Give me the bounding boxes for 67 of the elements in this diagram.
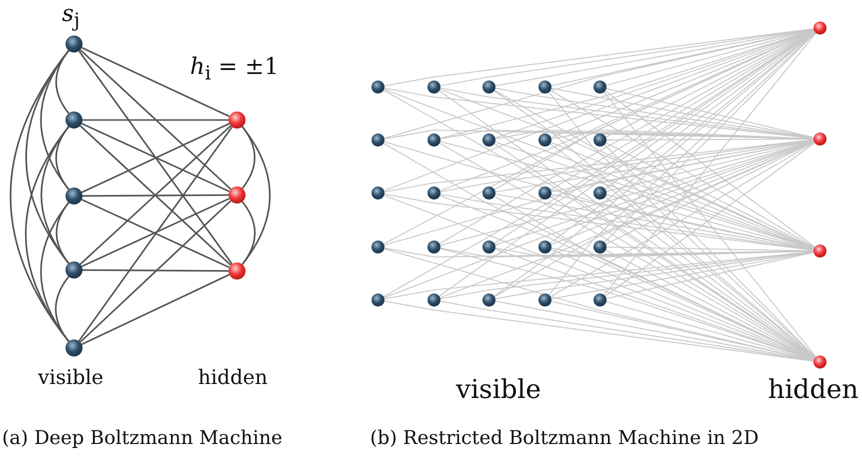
visible-unit-node: [428, 240, 440, 254]
hidden-unit-node: [228, 186, 246, 204]
visible-unit-node: [594, 186, 606, 200]
connection-line: [242, 126, 271, 265]
visible-unit-node: [372, 80, 384, 94]
visible-unit-node: [594, 80, 606, 94]
hidden-unit-node: [228, 112, 246, 128]
visible-unit-node: [66, 188, 82, 204]
visible-unit-node: [594, 294, 606, 306]
visible-unit-node: [482, 240, 496, 254]
visible-unit-node: [538, 80, 552, 94]
hidden-unit-node: [814, 356, 826, 368]
connection-line: [80, 49, 232, 190]
connection-line: [80, 200, 232, 343]
visible-unit-node: [538, 134, 552, 146]
layer-label: visible: [456, 376, 542, 405]
unit-label: s$_{j}$: [62, 2, 80, 31]
hidden-unit-node: [814, 22, 826, 34]
visible-unit-node: [66, 36, 82, 52]
visible-unit-node: [372, 294, 384, 306]
connection-line: [604, 90, 816, 248]
connection-line: [604, 142, 816, 297]
connection-line: [242, 201, 256, 265]
connection-line: [81, 274, 230, 346]
layer-label: visible: [38, 366, 104, 388]
visible-unit-node: [538, 240, 552, 254]
layer-label: hidden: [198, 366, 268, 388]
connection-line: [550, 90, 815, 248]
visible-unit-node: [372, 134, 384, 146]
visible-unit-node: [428, 134, 440, 146]
connection-line: [604, 32, 816, 296]
figure-caption: (b) Restricted Boltzmann Machine in 2D: [370, 428, 759, 449]
connection-line: [604, 92, 816, 358]
connection-line: [78, 126, 233, 342]
visible-unit-node: [594, 134, 606, 146]
visible-unit-node: [66, 340, 82, 356]
connection-line: [54, 276, 70, 342]
visible-unit-node: [428, 80, 440, 94]
layer-label: hidden: [768, 376, 858, 405]
connection-line: [81, 46, 230, 118]
visible-unit-node: [482, 80, 496, 94]
figure-caption: (a) Deep Boltzmann Machine: [2, 428, 282, 449]
connection-line: [606, 88, 814, 138]
visible-unit-node: [538, 186, 552, 200]
connection-line: [606, 252, 814, 300]
visible-unit-node: [428, 186, 440, 200]
visible-unit-node: [372, 240, 384, 254]
hidden-unit-node: [814, 132, 826, 146]
visible-unit-node: [66, 112, 82, 128]
visible-unit-node: [482, 186, 496, 200]
connection-line: [82, 269, 228, 272]
visible-unit-node: [538, 294, 552, 306]
connection-line: [78, 50, 233, 265]
visible-unit-node: [372, 186, 384, 200]
connection-line: [550, 142, 815, 298]
connection-line: [82, 119, 228, 121]
connection-line: [604, 32, 816, 243]
connection-line: [604, 144, 816, 358]
connection-line: [82, 194, 228, 197]
visible-unit-node: [594, 240, 606, 254]
visible-unit-node: [482, 134, 496, 146]
unit-label: h$_{i}$ = ±1: [190, 55, 279, 84]
visible-unit-node: [66, 262, 82, 278]
visible-unit-node: [428, 294, 440, 306]
hidden-unit-node: [228, 262, 246, 280]
hidden-unit-node: [814, 244, 826, 258]
visible-unit-node: [482, 294, 496, 306]
